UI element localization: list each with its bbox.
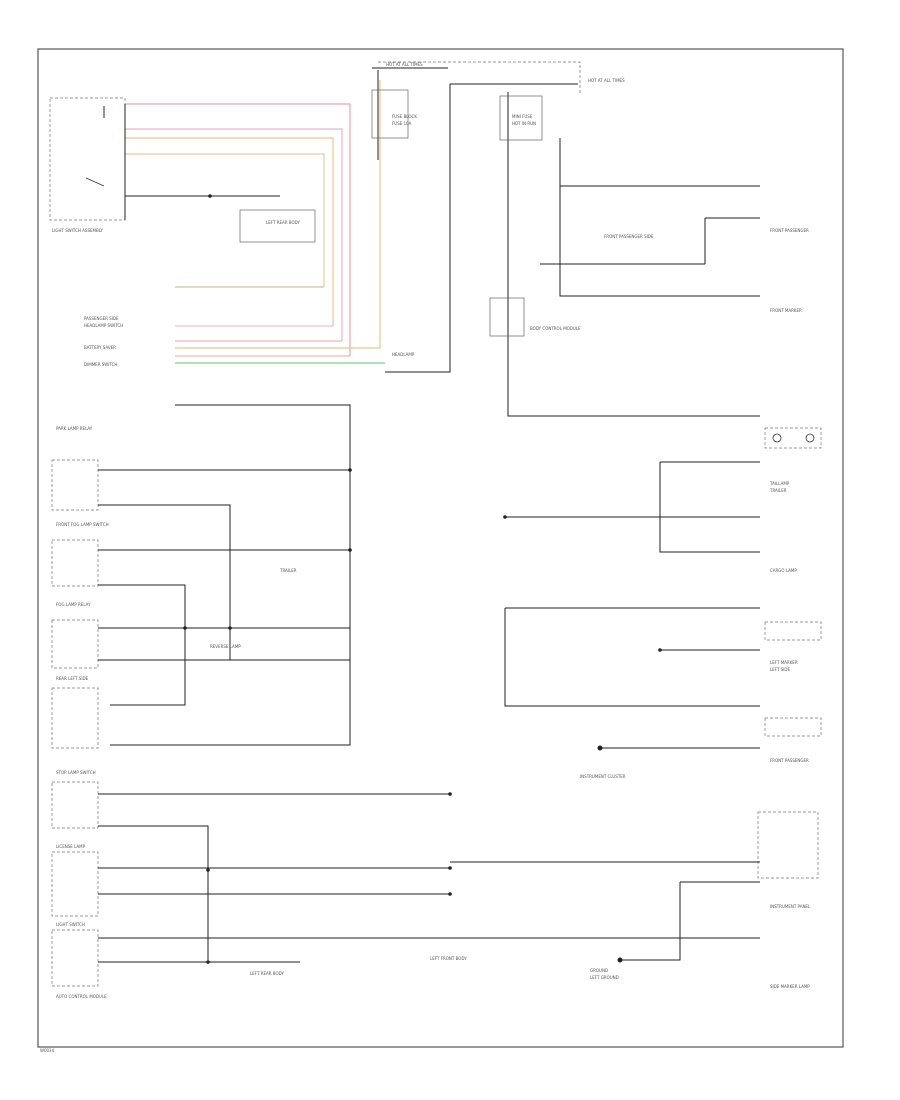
colored-harness	[125, 80, 385, 364]
label-left-0: LIGHT SWITCH ASSEMBLY	[52, 228, 103, 233]
label-center-0: HEADLAMP	[392, 352, 415, 357]
label-center-4: LEFT REAR BODY	[250, 971, 284, 976]
label-center-2: INSTRUMENT CLUSTER	[580, 774, 626, 779]
label-left-15: AUTO CONTROL MODULE	[56, 994, 107, 999]
label-left-14: LIGHT SWITCH	[56, 922, 85, 927]
label-right-11: SIDE MARKER LAMP	[770, 984, 810, 989]
label-center-3: LEFT FRONT BODY	[430, 956, 467, 961]
label-left-10: REAR LEFT SIDE	[56, 676, 89, 681]
label-left-4: HEADLAMP SWITCH	[84, 323, 123, 328]
label-left-9: TRAILER	[279, 568, 297, 573]
label-top-2: FUSE 10A	[392, 121, 412, 126]
label-center-5: GROUND	[590, 968, 608, 973]
label-left-13: LICENSE LAMP	[56, 844, 86, 849]
wire-yellow	[125, 153, 325, 287]
label-left-5: BATTERY SAVER	[84, 345, 116, 350]
label-left-2: PARK LAMP RELAY	[56, 426, 93, 431]
label-top-1: FUSE BLOCK	[392, 114, 417, 119]
right-components: FRONT PASSENGER SIDE FRONT PASSENGER FRO…	[450, 228, 822, 989]
label-right-0: FRONT PASSENGER SIDE	[604, 234, 654, 239]
diagram-frame	[37, 48, 844, 1048]
label-right-10: LEFT GROUND	[590, 975, 619, 980]
label-right-7: LEFT SIDE	[770, 667, 791, 672]
trunk-lines	[385, 160, 760, 417]
label-top-5: HOT AT ALL TIMES	[588, 78, 625, 83]
wire-pink	[125, 128, 343, 341]
diagram-footer-id: W0034	[40, 1048, 55, 1053]
label-right-5: CARGO LAMP	[770, 568, 797, 573]
label-right-3: TAILLAMP	[769, 481, 790, 486]
label-left-6: DIMMER SWITCH	[84, 362, 117, 367]
label-left-7: FRONT FOG LAMP SWITCH	[56, 522, 109, 527]
label-left-12: STOP LAMP SWITCH	[56, 770, 96, 775]
label-top-4: HOT IN RUN	[512, 121, 536, 126]
label-right-4: TRAILER	[769, 488, 787, 493]
wire-orange	[125, 137, 334, 326]
label-right-8: FRONT PASSENGER	[770, 758, 809, 763]
wire-orange-long	[175, 80, 381, 349]
center-annotations: HEADLAMP BODY CONTROL MODULE INSTRUMENT …	[250, 297, 626, 976]
label-right-6: LEFT MARKER	[770, 660, 798, 665]
label-left-11: REVERSE LAMP	[210, 644, 241, 649]
left-components: PARK LAMP RELAY PASSENGER SIDE HEADLAMP …	[51, 316, 352, 749]
label-left-3: PASSENGER SIDE	[84, 316, 119, 321]
label-center-1: BODY CONTROL MODULE	[530, 326, 581, 331]
lower-left: STOP LAMP SWITCH LICENSE LAMP LIGHT SWIT…	[51, 770, 760, 999]
label-top-3: MINI FUSE	[512, 114, 533, 119]
fuse-block: HOT AT ALL TIMES FUSE BLOCK FUSE 10A MIN…	[371, 61, 625, 160]
light-switch-assembly: LIGHT SWITCH ASSEMBLY LEFT REAR BODY	[49, 97, 316, 243]
label-left-8: FOG LAMP RELAY	[56, 602, 91, 607]
label-top-0: HOT AT ALL TIMES	[386, 62, 423, 67]
label-right-9: INSTRUMENT PANEL	[770, 904, 811, 909]
label-right-1: FRONT PASSENGER	[770, 228, 809, 233]
label-left-1: LEFT REAR BODY	[266, 220, 300, 225]
label-right-2: FRONT MARKER	[770, 308, 802, 313]
wire-red	[125, 103, 351, 356]
